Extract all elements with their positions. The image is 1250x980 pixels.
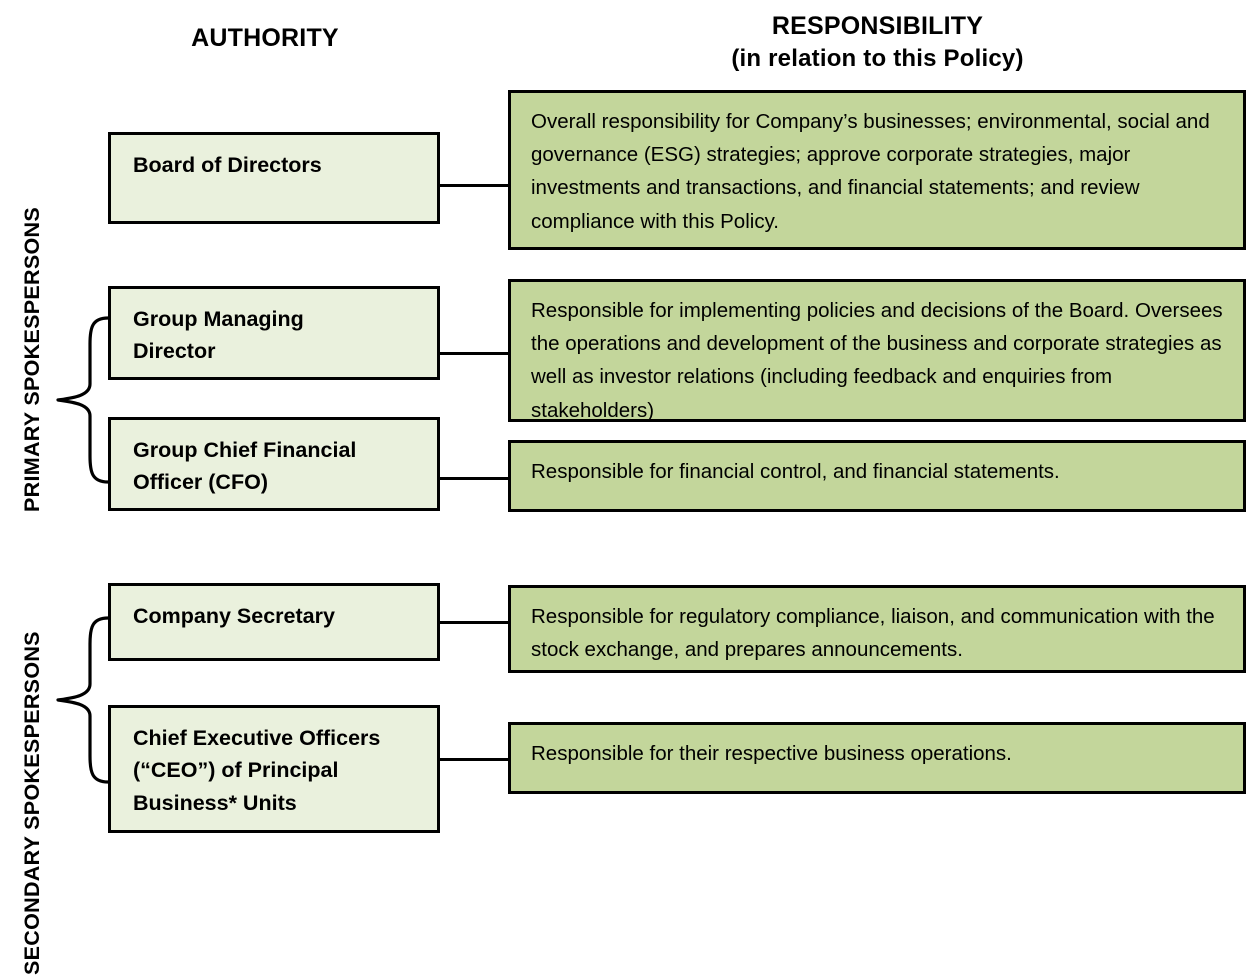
responsibility-text-board-of-directors: Overall responsibility for Company’s bus…	[531, 110, 1210, 233]
authority-label-company-secretary: Company Secretary	[133, 604, 335, 628]
authority-box-group-cfo[interactable]: Group Chief Financial Officer (CFO)	[108, 417, 440, 511]
authority-box-company-secretary[interactable]: Company Secretary	[108, 583, 440, 661]
authority-box-group-managing-director[interactable]: Group Managing Director	[108, 286, 440, 380]
authority-label-group-cfo: Group Chief Financial Officer (CFO)	[133, 438, 357, 495]
authority-column-header: AUTHORITY	[191, 24, 339, 52]
responsibility-box-ceo-principal-business[interactable]: Responsible for their respective busines…	[508, 722, 1246, 794]
responsibility-text-company-secretary: Responsible for regulatory compliance, l…	[531, 605, 1215, 662]
responsibility-column-subtitle: (in relation to this Policy)	[731, 44, 1024, 72]
responsibility-text-group-managing-director: Responsible for implementing policies an…	[531, 299, 1223, 422]
responsibility-column-title: RESPONSIBILITY	[771, 12, 984, 40]
group-label-primary-spokespersons: PRIMARY SPOKESPERSONS	[20, 207, 44, 512]
responsibility-box-group-cfo[interactable]: Responsible for financial control, and f…	[508, 440, 1246, 512]
authority-box-board-of-directors[interactable]: Board of Directors	[108, 132, 440, 224]
responsibility-text-group-cfo: Responsible for financial control, and f…	[531, 460, 1060, 483]
authority-label-ceo-principal-business: Chief Executive Officers (“CEO”) of Prin…	[133, 726, 381, 815]
authority-label-board-of-directors: Board of Directors	[133, 153, 322, 177]
connector-group-cfo	[440, 477, 510, 480]
connector-board-of-directors	[440, 184, 510, 187]
responsibility-text-ceo-principal-business: Responsible for their respective busines…	[531, 742, 1012, 765]
group-label-secondary-spokespersons: SECONDARY SPOKESPERSONS	[20, 631, 44, 975]
responsibility-column-header: RESPONSIBILITY (in relation to this Poli…	[510, 10, 1245, 74]
brace-secondary-spokespersons	[56, 616, 110, 784]
authority-label-group-managing-director: Group Managing Director	[133, 307, 304, 364]
responsibility-box-group-managing-director[interactable]: Responsible for implementing policies an…	[508, 279, 1246, 422]
responsibility-box-board-of-directors[interactable]: Overall responsibility for Company’s bus…	[508, 90, 1246, 250]
authority-box-ceo-principal-business[interactable]: Chief Executive Officers (“CEO”) of Prin…	[108, 705, 440, 833]
connector-ceo-principal-business	[440, 758, 510, 761]
connector-company-secretary	[440, 621, 510, 624]
connector-group-managing-director	[440, 352, 510, 355]
brace-primary-spokespersons	[56, 316, 110, 484]
responsibility-box-company-secretary[interactable]: Responsible for regulatory compliance, l…	[508, 585, 1246, 673]
